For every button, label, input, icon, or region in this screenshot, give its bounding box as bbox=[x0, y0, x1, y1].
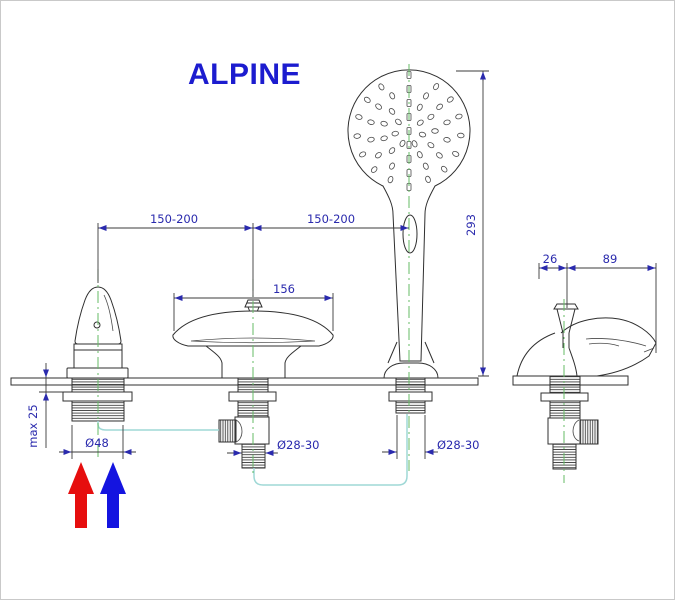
dim-spout-width: 156 bbox=[273, 282, 295, 296]
shower-holder-shank bbox=[388, 377, 433, 414]
diverter-knob bbox=[553, 303, 579, 310]
product-title: ALPINE bbox=[188, 58, 302, 91]
hand-shower bbox=[347, 69, 471, 379]
handle-pin-hole bbox=[93, 321, 101, 329]
side-hose-outlet-stub bbox=[579, 419, 599, 445]
hose-inlet-stub bbox=[218, 419, 237, 443]
hose-handle-to-spout bbox=[97, 421, 219, 431]
side-view-spout bbox=[516, 303, 657, 377]
dim-handle-hole: Ø48 bbox=[85, 436, 109, 450]
dim-spout-to-shower: 150-200 bbox=[307, 212, 355, 226]
dim-handle-to-spout: 150-200 bbox=[150, 212, 198, 226]
centerlines bbox=[97, 64, 565, 483]
dim-side-spout-reach: 89 bbox=[603, 252, 618, 266]
water-supply-arrows bbox=[68, 462, 126, 528]
shower-nozzles bbox=[353, 71, 465, 191]
dim-shower-hole: Ø28-30 bbox=[437, 438, 479, 452]
dimension-annotations: 150-200 150-200 156 293 max 25 Ø48 bbox=[26, 70, 657, 459]
dim-max-thickness: max 25 bbox=[26, 404, 40, 447]
dim-shower-height: 293 bbox=[464, 214, 478, 236]
shower-holder-cone bbox=[387, 341, 435, 364]
shower-mode-button bbox=[402, 214, 418, 254]
dim-side-knob-offset: 26 bbox=[543, 252, 558, 266]
blue-up-arrow-icon bbox=[100, 462, 126, 528]
hose-spout-to-shower bbox=[253, 414, 408, 486]
shower-holder-base bbox=[383, 362, 439, 379]
dim-spout-hole: Ø28-30 bbox=[277, 438, 319, 452]
red-up-arrow-icon bbox=[68, 462, 94, 528]
side-view-valve-shank bbox=[540, 375, 599, 470]
spout-valve-shank bbox=[218, 377, 277, 469]
spout-outlet-slot bbox=[190, 337, 316, 344]
